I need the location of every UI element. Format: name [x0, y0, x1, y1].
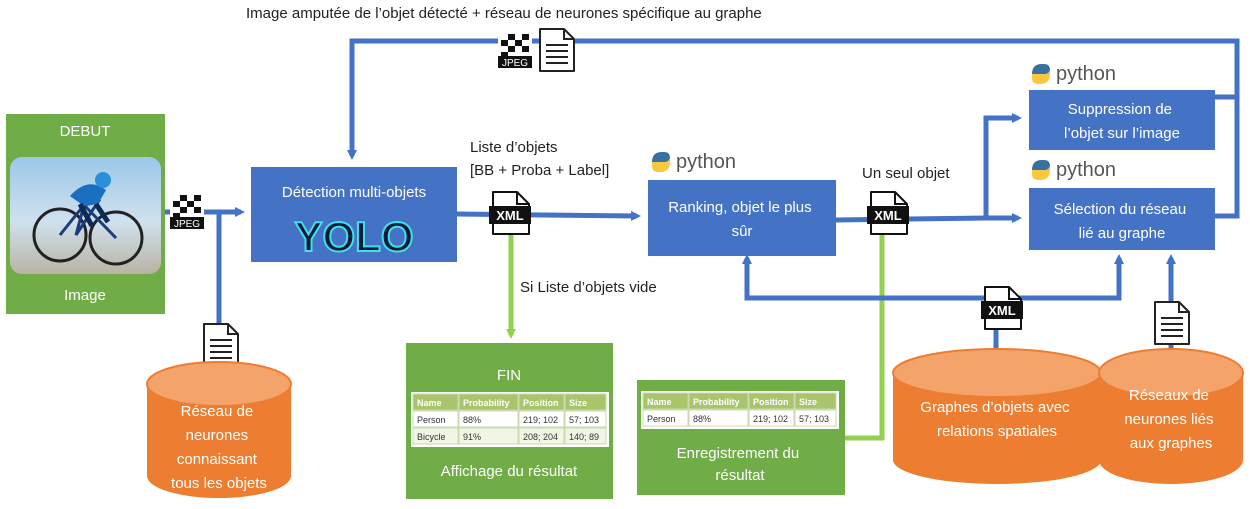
table-cell [564, 410, 607, 428]
top-label: Image amputée de l’objet détecté + résea… [246, 5, 762, 22]
table-cell-text: 57; 103 [569, 415, 599, 425]
table-header-text: Probability [693, 397, 740, 407]
document-icon [1154, 301, 1190, 345]
svg-text:XML: XML [496, 208, 524, 223]
table-cell-text: 140; 89 [569, 432, 599, 442]
table-header-cell [564, 393, 607, 411]
xml-icon: XML [981, 286, 1023, 330]
svg-text:Graphes d’objets avec re: Graphes d’objets avec relations spatiale… [920, 399, 1073, 440]
table-header-cell [794, 392, 837, 410]
object-list-label: Liste d’objets [BB + Proba + Label] [470, 139, 609, 179]
table-cell [518, 410, 565, 428]
feedback-loop-arrow [347, 38, 1240, 160]
xml-icon: XML [867, 191, 909, 235]
table-cell [564, 427, 607, 445]
start-box-caption: Image [64, 287, 106, 304]
xml-icon: XML [489, 191, 531, 235]
table-cell [412, 410, 459, 428]
table-header-text: Size [569, 398, 587, 408]
svg-text:python: python [1056, 63, 1116, 85]
table-cell [794, 409, 837, 427]
end-box-title: FIN [497, 367, 521, 384]
cyclist-photo [10, 157, 161, 274]
networks-db-cylinder: Réseaux de neurones liés aux graphes [1098, 348, 1244, 484]
python-logo: python [1032, 63, 1116, 85]
end-box-caption: Affichage du résultat [441, 463, 578, 480]
svg-text:JPEG: JPEG [174, 219, 200, 230]
table-header-cell [412, 393, 459, 411]
save-box-caption: Enregistrement du résultat [677, 445, 804, 484]
table-header-cell [518, 393, 565, 411]
table-header-cell [642, 392, 689, 410]
graphs-to-selection-arrow [996, 254, 1124, 301]
table-cell-text: 91% [463, 432, 481, 442]
table-header-text: Position [753, 397, 789, 407]
table-header-cell [458, 393, 519, 411]
table-header-text: Size [799, 397, 817, 407]
detection-to-ranking-arrow [456, 210, 641, 221]
table-header-cell [748, 392, 795, 410]
table-header-text: Name [647, 397, 672, 407]
table-cell-text: 219; 102 [753, 414, 788, 424]
ranking-box-label: Ranking, objet le plus sûr [668, 199, 816, 240]
table-cell [688, 409, 749, 427]
jpeg-icon: JPEG [170, 195, 204, 230]
table-header-text: Position [523, 398, 559, 408]
svg-text:python: python [1056, 159, 1116, 181]
table-cell [518, 427, 565, 445]
python-logo: python [1032, 159, 1116, 181]
ranking-box [648, 180, 836, 256]
table-cell-text: 208; 204 [523, 432, 558, 442]
selection-to-loop-connector [1215, 97, 1240, 219]
table-cell [748, 409, 795, 427]
fork-to-suppression-arrow [983, 113, 1022, 220]
table-cell-text: 88% [463, 415, 481, 425]
svg-text:Réseaux de neurones liés: Réseaux de neurones liés aux graphes [1124, 387, 1217, 452]
document-icon [539, 28, 575, 72]
table-cell-text: 57; 103 [799, 414, 829, 424]
detection-box [251, 167, 457, 262]
ranking-to-fork-line [835, 215, 989, 223]
selection-box [1029, 188, 1215, 250]
table-cell-text: Bicycle [417, 432, 446, 442]
start-box-title: DEBUT [60, 123, 111, 140]
table-cell-text: Person [417, 415, 446, 425]
table-cell [458, 427, 519, 445]
table-cell-text: 219; 102 [523, 415, 558, 425]
table-header-text: Name [417, 398, 442, 408]
table-cell [458, 410, 519, 428]
single-object-label: Un seul objet [862, 165, 950, 182]
graphs-db-cylinder: Graphes d’objets avec relations spatiale… [892, 348, 1102, 484]
table-cell-text: Person [647, 414, 676, 424]
suppression-box [1029, 90, 1215, 150]
svg-text:JPEG: JPEG [502, 58, 528, 69]
svg-text:Réseau de neurones: Réseau de neurones connaissant tous les … [171, 403, 267, 492]
suppression-box-label: Suppression de l’objet sur l’image [1064, 101, 1180, 142]
table-header-text: Probability [463, 398, 510, 408]
empty-list-label: Si Liste d’objets vide [520, 279, 657, 296]
svg-text:python: python [676, 151, 736, 173]
table-header-cell [688, 392, 749, 410]
table-cell-text: 88% [693, 414, 711, 424]
table-cell [412, 427, 459, 445]
jpeg-icon: JPEG [498, 34, 532, 69]
detection-box-label: Détection multi-objets [282, 184, 426, 201]
svg-text:XML: XML [874, 208, 902, 223]
python-logo: python [652, 151, 736, 173]
network-db-cylinder: Réseau de neurones connaissant tous les … [146, 361, 292, 498]
table-cell [642, 409, 689, 427]
svg-text:XML: XML [988, 303, 1016, 318]
selection-box-label: Sélection du réseau lié au graphe [1054, 201, 1191, 242]
graphs-to-ranking-arrow [742, 254, 999, 352]
yolo-logo: YOLO [294, 213, 413, 260]
document-icon [203, 323, 239, 367]
